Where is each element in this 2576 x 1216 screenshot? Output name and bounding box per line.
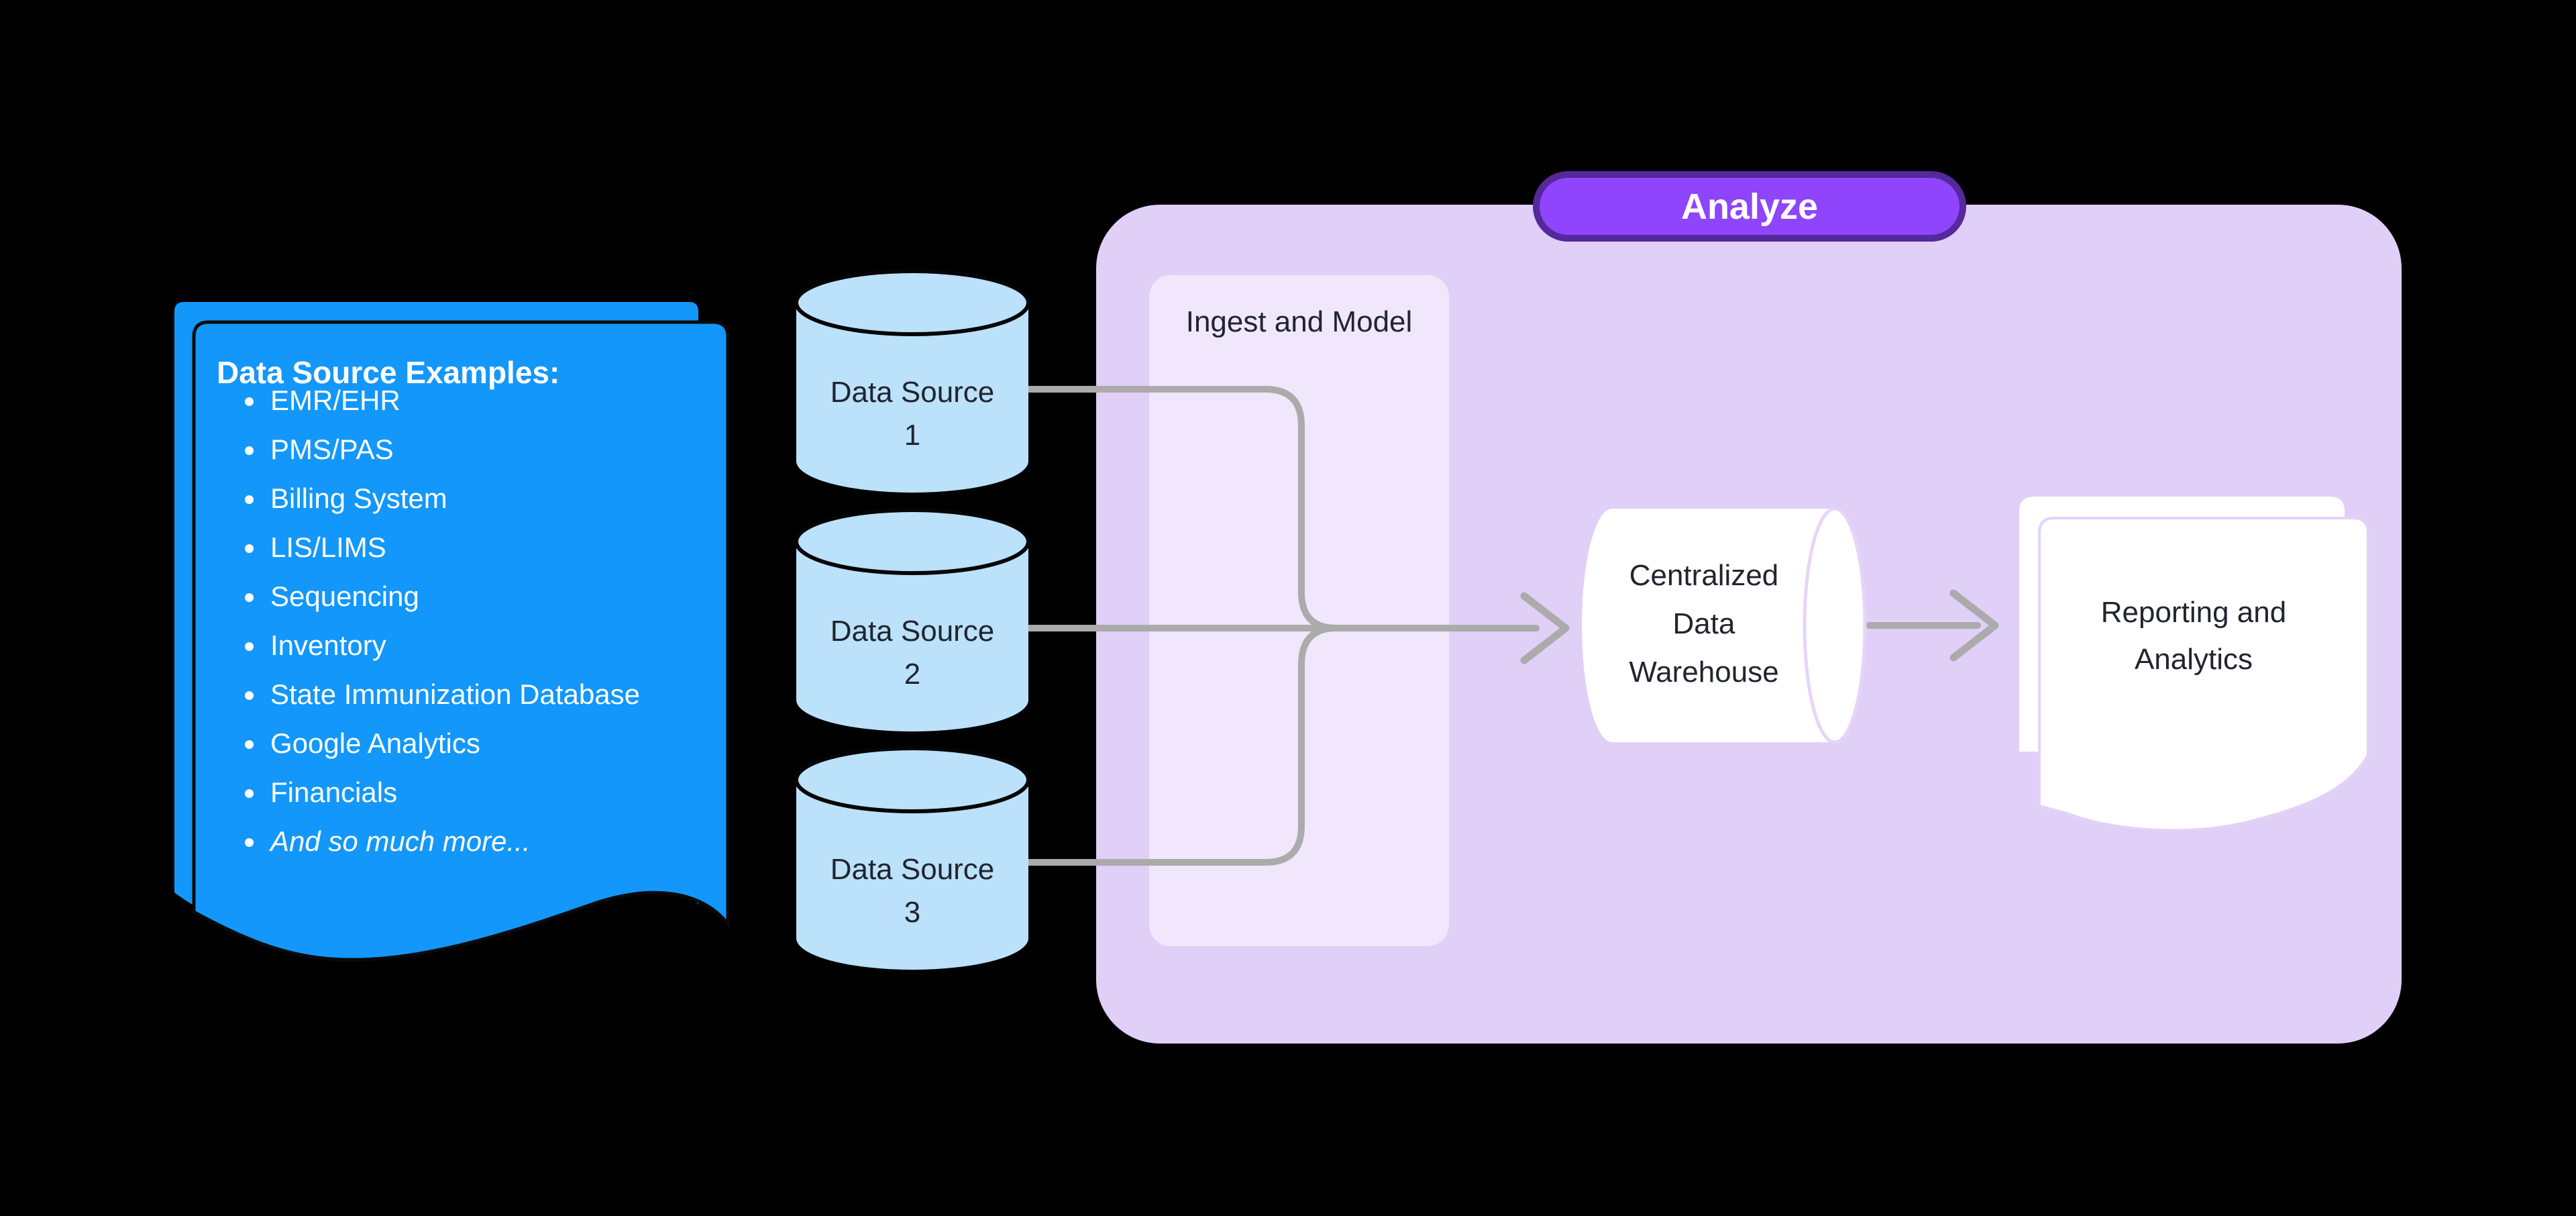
reporting-line: Analytics — [2134, 643, 2253, 676]
warehouse-line: Data — [1672, 607, 1735, 640]
data-source-1-label: Data Source 1 — [796, 371, 1028, 457]
list-item: Billing System — [266, 474, 640, 523]
cylinder-1-top — [794, 269, 1030, 336]
cylinder-3-top — [794, 746, 1030, 813]
warehouse-line: Centralized — [1629, 559, 1779, 592]
warehouse-label: Centralized Data Warehouse — [1603, 552, 1805, 697]
list-item: EMR/EHR — [266, 376, 640, 425]
data-source-3-label: Data Source 3 — [796, 848, 1028, 934]
list-item: LIS/LIMS — [266, 523, 640, 572]
list-item: And so much more... — [266, 817, 640, 866]
analyze-badge: Analyze — [1533, 171, 1966, 242]
list-item: Sequencing — [266, 572, 640, 621]
data-source-2-name: Data Source — [830, 615, 995, 648]
list-item: Google Analytics — [266, 719, 640, 768]
data-source-examples-list: EMR/EHR PMS/PAS Billing System LIS/LIMS … — [226, 376, 640, 866]
warehouse-line: Warehouse — [1629, 656, 1779, 689]
data-source-2-label: Data Source 2 — [796, 610, 1028, 696]
cylinder-2-top — [794, 508, 1030, 575]
data-source-1-name: Data Source — [830, 376, 995, 409]
list-item: Financials — [266, 768, 640, 817]
reporting-analytics-label: Reporting and Analytics — [2039, 589, 2348, 683]
data-source-examples-title: Data Source Examples: — [217, 355, 560, 390]
data-source-1-number: 1 — [904, 419, 921, 452]
data-source-2-number: 2 — [904, 658, 921, 691]
list-item: Inventory — [266, 621, 640, 670]
analyze-badge-label: Analyze — [1680, 186, 1819, 227]
ingest-and-model-label: Ingest and Model — [1185, 305, 1413, 338]
data-source-3-name: Data Source — [830, 853, 995, 886]
data-source-3-number: 3 — [904, 896, 921, 929]
list-item: PMS/PAS — [266, 425, 640, 474]
reporting-line: Reporting and — [2100, 596, 2287, 629]
list-item: State Immunization Database — [266, 670, 640, 719]
ingest-and-model-panel — [1149, 275, 1449, 946]
